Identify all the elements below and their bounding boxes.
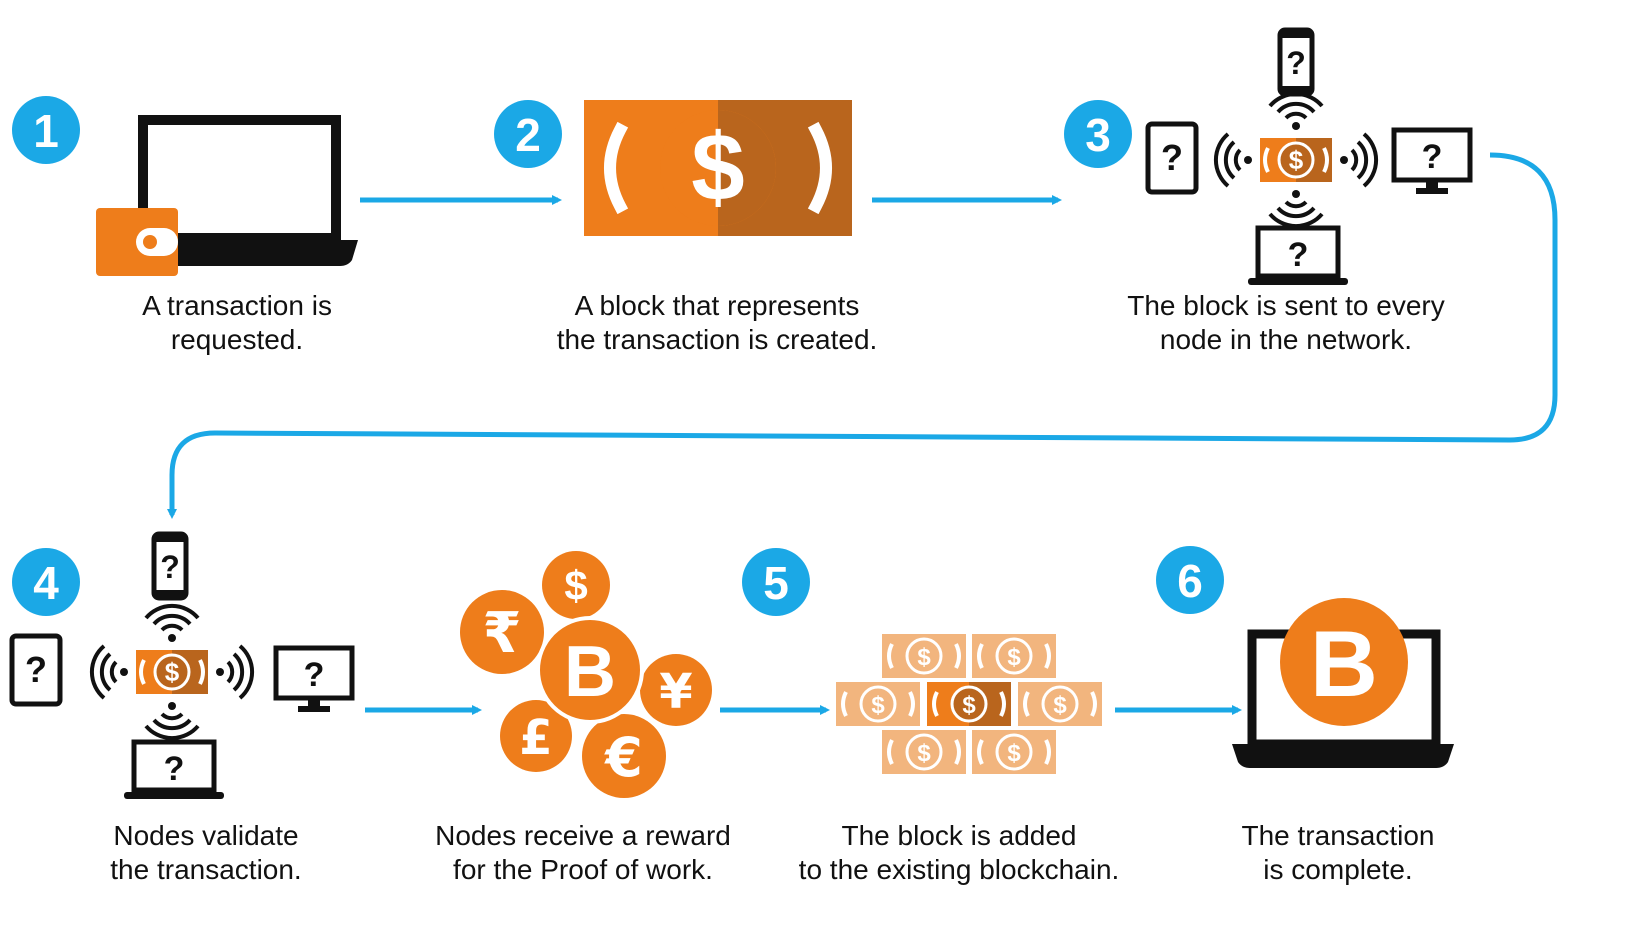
caption-line: is complete.	[1263, 854, 1413, 885]
arrow-step3-to-step4	[167, 152, 1558, 519]
caption-line: requested.	[170, 324, 304, 355]
step-badge-6: 6	[1156, 546, 1224, 614]
step-caption-5: The block is added to the existing block…	[749, 819, 1169, 887]
banknote-block-icon: $	[584, 100, 852, 236]
caption-line: Nodes validate	[113, 820, 299, 851]
monitor-node-icon	[276, 648, 352, 712]
caption-line: A transaction is	[142, 290, 332, 321]
caption-line: Nodes receive a reward	[435, 820, 731, 851]
laptop-node-icon	[124, 742, 224, 799]
caption-line: to the existing blockchain.	[798, 854, 1120, 885]
network-broadcast-icon	[1148, 30, 1470, 285]
laptop-bitcoin-icon: B	[1232, 598, 1454, 768]
caption-line: the transaction is created.	[556, 324, 878, 355]
step-caption-6: The transaction is complete.	[1128, 819, 1548, 887]
step-number: 2	[515, 109, 541, 161]
caption-line: The transaction	[1241, 820, 1435, 851]
step-badge-5: 5	[742, 548, 810, 616]
pound-coin-icon: £	[519, 710, 552, 766]
caption-line: A block that represents	[574, 290, 860, 321]
step-caption-3: The block is sent to every node in the n…	[1076, 289, 1496, 357]
euro-coin-icon: €	[603, 726, 643, 789]
step-number: 6	[1177, 555, 1203, 607]
caption-line: the transaction.	[110, 854, 302, 885]
step-caption-2: A block that represents the transaction …	[507, 289, 927, 357]
blockchain-blocks-icon: $	[834, 632, 1104, 776]
step-number: 4	[33, 557, 59, 609]
bitcoin-coin-icon: B	[564, 632, 616, 712]
monitor-node-icon	[1394, 130, 1470, 194]
laptop-node-icon	[1248, 228, 1348, 285]
step-badge-4: 4	[12, 548, 80, 616]
step-badge-3: 3	[1064, 100, 1132, 168]
rupee-coin-icon: ₹	[483, 601, 522, 666]
dollar-coin-icon: $	[564, 562, 587, 609]
currency-coins-icon: $ ₹ ¥ £ € B	[460, 551, 712, 798]
dollar-icon: $	[962, 692, 976, 719]
tablet-node-icon	[12, 636, 60, 704]
step-badge-2: 2	[494, 100, 562, 168]
caption-line: The block is sent to every	[1127, 290, 1445, 321]
phone-node-icon	[154, 534, 186, 598]
caption-line: for the Proof of work.	[453, 854, 713, 885]
phone-node-icon	[1280, 30, 1312, 94]
laptop-wallet-icon	[96, 115, 358, 276]
tablet-node-icon	[1148, 124, 1196, 192]
step-badge-1: 1	[12, 96, 80, 164]
step-caption-4: Nodes validate the transaction.	[0, 819, 416, 887]
step-number: 3	[1085, 109, 1111, 161]
step-number: 5	[763, 557, 789, 609]
reward-caption: Nodes receive a reward for the Proof of …	[373, 819, 793, 887]
yen-coin-icon: ¥	[659, 664, 692, 720]
step-number: 1	[33, 105, 59, 157]
bitcoin-icon: B	[1310, 611, 1378, 716]
step-caption-1: A transaction is requested.	[27, 289, 447, 357]
caption-line: node in the network.	[1159, 324, 1413, 355]
dollar-icon: $	[691, 114, 744, 221]
caption-line: The block is added	[841, 820, 1077, 851]
